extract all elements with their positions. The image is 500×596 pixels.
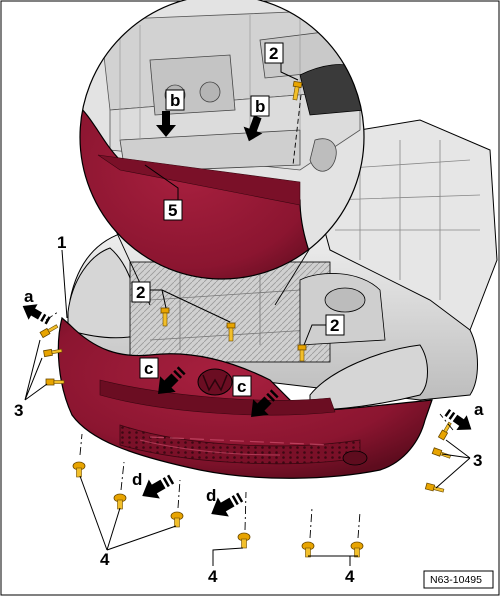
callout-box bbox=[165, 89, 185, 111]
callout-2: 2 bbox=[269, 44, 278, 63]
callout-4: 4 bbox=[100, 550, 110, 569]
clip-icon bbox=[43, 348, 63, 358]
direction-arrows bbox=[22, 111, 472, 517]
callout-box bbox=[163, 199, 183, 221]
clip-icon bbox=[170, 511, 184, 528]
clip-icon bbox=[45, 378, 65, 386]
callout-1: 1 bbox=[57, 233, 66, 252]
leader-lines bbox=[24, 62, 471, 566]
figure-reference: N63-10495 bbox=[423, 570, 494, 589]
callout-labels: 1 2 2 2 5 b b c c d d a a 3 3 4 4 4 bbox=[14, 42, 484, 586]
screw-icon bbox=[160, 307, 170, 327]
callout-box bbox=[139, 357, 159, 379]
callout-c: c bbox=[237, 377, 246, 396]
callout-box bbox=[250, 95, 270, 117]
screw-icon bbox=[226, 322, 236, 342]
clip-icon bbox=[301, 541, 315, 558]
fog-light bbox=[342, 450, 368, 466]
brand-badge bbox=[197, 368, 233, 396]
callout-b: b bbox=[170, 91, 180, 110]
clip-icon bbox=[431, 447, 452, 459]
callout-box bbox=[232, 375, 252, 397]
callout-d: d bbox=[132, 470, 142, 489]
clip-icon bbox=[437, 421, 452, 441]
clip-icon bbox=[237, 532, 251, 549]
fasteners bbox=[39, 80, 452, 558]
clip-icon bbox=[39, 324, 59, 339]
callout-c: c bbox=[144, 359, 153, 378]
figure-reference-text: N63-10495 bbox=[430, 574, 482, 586]
callout-box bbox=[131, 281, 151, 303]
push-arrow-icon bbox=[142, 474, 175, 499]
callout-b: b bbox=[255, 97, 265, 116]
callout-box bbox=[264, 42, 284, 64]
callout-3: 3 bbox=[473, 451, 482, 470]
callout-box bbox=[325, 314, 345, 336]
push-arrow-icon bbox=[22, 304, 51, 325]
callout-2: 2 bbox=[136, 283, 145, 302]
push-arrow-icon bbox=[444, 408, 472, 430]
callout-3: 3 bbox=[14, 401, 23, 420]
callout-4: 4 bbox=[345, 567, 355, 586]
callout-d: d bbox=[206, 486, 216, 505]
callout-a: a bbox=[24, 287, 34, 306]
screw-icon bbox=[292, 80, 303, 101]
push-arrow-icon bbox=[251, 389, 279, 417]
push-arrow-icon bbox=[156, 111, 176, 137]
clip-icon bbox=[72, 461, 86, 478]
callout-2: 2 bbox=[330, 316, 339, 335]
callout-4: 4 bbox=[208, 567, 218, 586]
callout-a: a bbox=[474, 400, 484, 419]
clip-icon bbox=[350, 541, 364, 558]
push-arrow-icon bbox=[211, 492, 244, 517]
screw-icon bbox=[297, 344, 307, 362]
install-lines bbox=[45, 311, 454, 539]
right-headlight bbox=[309, 344, 428, 411]
callout-5: 5 bbox=[168, 201, 177, 220]
push-arrow-icon bbox=[243, 115, 263, 142]
push-arrow-icon bbox=[158, 366, 186, 394]
